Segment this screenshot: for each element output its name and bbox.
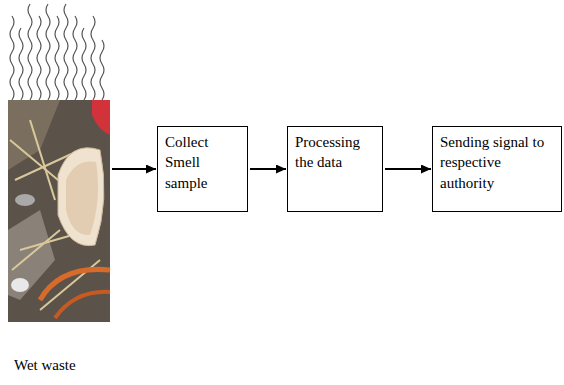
image-caption: Wet waste <box>14 355 76 375</box>
process-box: Processing the data <box>287 126 383 212</box>
smell-line <box>64 4 68 100</box>
smell-line <box>82 28 86 100</box>
flow-arrow <box>112 168 156 170</box>
process-box: Collect Smell sample <box>157 126 248 212</box>
eggshell <box>58 148 104 246</box>
orange-peel <box>40 269 110 300</box>
smell-line <box>55 16 59 100</box>
orange-peel <box>55 292 110 318</box>
waste-photo <box>8 100 110 322</box>
eggshell-inner <box>66 161 98 235</box>
smell-line <box>10 16 14 100</box>
smell-line <box>28 4 32 100</box>
process-box: Sending signal to respective authority <box>432 126 562 212</box>
straw <box>12 230 60 270</box>
smell-line <box>19 28 23 100</box>
box-label: Collect Smell sample <box>165 132 244 193</box>
plastic-bit <box>11 278 29 292</box>
flow-arrow <box>250 168 286 170</box>
smell-line <box>100 40 104 100</box>
smell-line <box>91 16 95 100</box>
waste-image: Wet waste <box>8 100 110 322</box>
plastic-bit <box>15 194 35 206</box>
smell-line <box>37 16 41 100</box>
red-item <box>92 100 110 135</box>
box-label: Sending signal to respective authority <box>440 132 558 193</box>
flow-arrow <box>385 168 431 170</box>
smell-line <box>73 16 77 100</box>
smell-line <box>46 4 50 100</box>
box-label: Processing the data <box>295 132 379 173</box>
straw <box>30 120 55 200</box>
